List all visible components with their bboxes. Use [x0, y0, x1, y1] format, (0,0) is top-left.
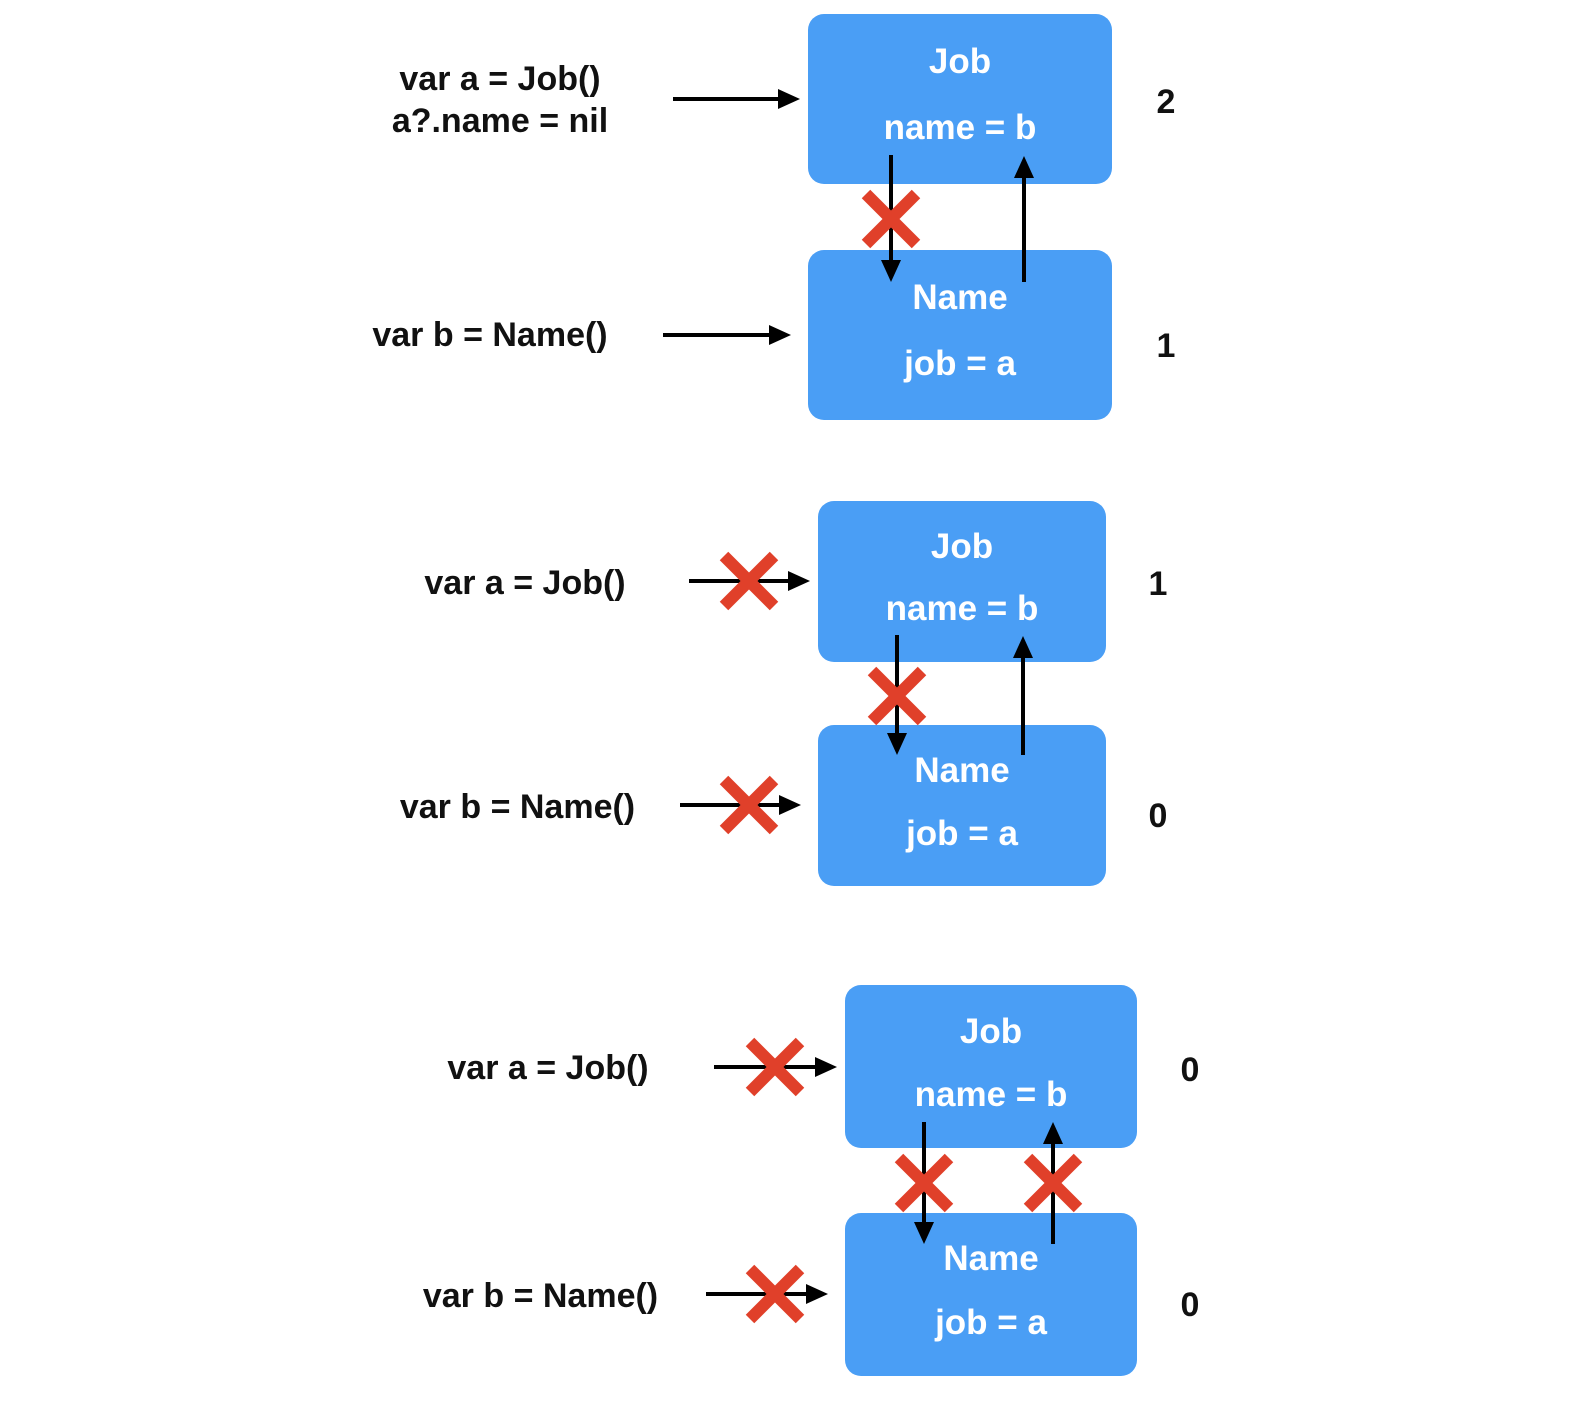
job-field: name = b [914, 1075, 1068, 1114]
panel-3-var-b-arrow [706, 1284, 828, 1304]
code-var-a: var a = Job() [424, 564, 626, 602]
job-field: name = b [885, 589, 1039, 628]
panel-1-job-to-name-cross-icon [861, 189, 921, 249]
panel-3-job-to-name-arrow [914, 1122, 934, 1244]
code-var-a: var a = Job() [447, 1049, 649, 1087]
job-object-box: Job name = b [808, 14, 1112, 184]
panel-2-name-to-job-arrow [1013, 636, 1033, 755]
panel-1-job-to-name-arrow [881, 155, 901, 282]
retain-count-job: 1 [1148, 565, 1168, 603]
name-field: job = a [904, 344, 1016, 383]
retain-count-name: 0 [1148, 797, 1168, 835]
panel-3-var-a-cross-icon [745, 1037, 805, 1097]
panel-3-name-to-job-arrow [1043, 1122, 1063, 1244]
name-title: Name [943, 1239, 1039, 1278]
panel-2-job-to-name-cross-icon [867, 666, 927, 726]
panel-3-var-a-arrow [714, 1057, 837, 1077]
retain-count-name: 0 [1180, 1286, 1200, 1324]
job-title: Job [930, 527, 994, 566]
retain-count-name: 1 [1156, 327, 1176, 365]
name-field: job = a [935, 1303, 1047, 1342]
panel-2-var-a-arrow [689, 571, 810, 591]
code-var-b: var b = Name() [372, 316, 608, 354]
panel-1-var-b-arrow [663, 325, 791, 345]
panel-1-name-to-job-arrow [1014, 156, 1034, 282]
name-title: Name [914, 751, 1010, 790]
job-object-box: Job name = b [845, 985, 1137, 1148]
retain-count-job: 2 [1156, 83, 1176, 121]
job-title: Job [959, 1012, 1023, 1051]
panel-3-name-to-job-cross-icon [1023, 1153, 1083, 1213]
job-object-box: Job name = b [818, 501, 1106, 662]
panel-2-job-to-name-arrow [887, 635, 907, 755]
name-field: job = a [906, 814, 1018, 853]
code-var-a: var a = Job() a?.name = nil [391, 60, 609, 140]
panel-1-var-a-arrow [673, 89, 800, 109]
retain-count-job: 0 [1180, 1051, 1200, 1089]
job-field: name = b [883, 108, 1037, 147]
panel-2-var-b-cross-icon [719, 775, 779, 835]
panel-2-var-b-arrow [680, 795, 801, 815]
name-object-box: Name job = a [808, 250, 1112, 420]
panel-3-var-b-cross-icon [745, 1264, 805, 1324]
code-var-b: var b = Name() [422, 1277, 659, 1315]
name-title: Name [912, 278, 1008, 317]
panel-3-job-to-name-cross-icon [894, 1153, 954, 1213]
code-var-b: var b = Name() [399, 788, 636, 826]
panel-2-var-a-cross-icon [719, 551, 779, 611]
name-object-box: Name job = a [845, 1213, 1137, 1376]
name-object-box: Name job = a [818, 725, 1106, 886]
job-title: Job [928, 42, 992, 81]
